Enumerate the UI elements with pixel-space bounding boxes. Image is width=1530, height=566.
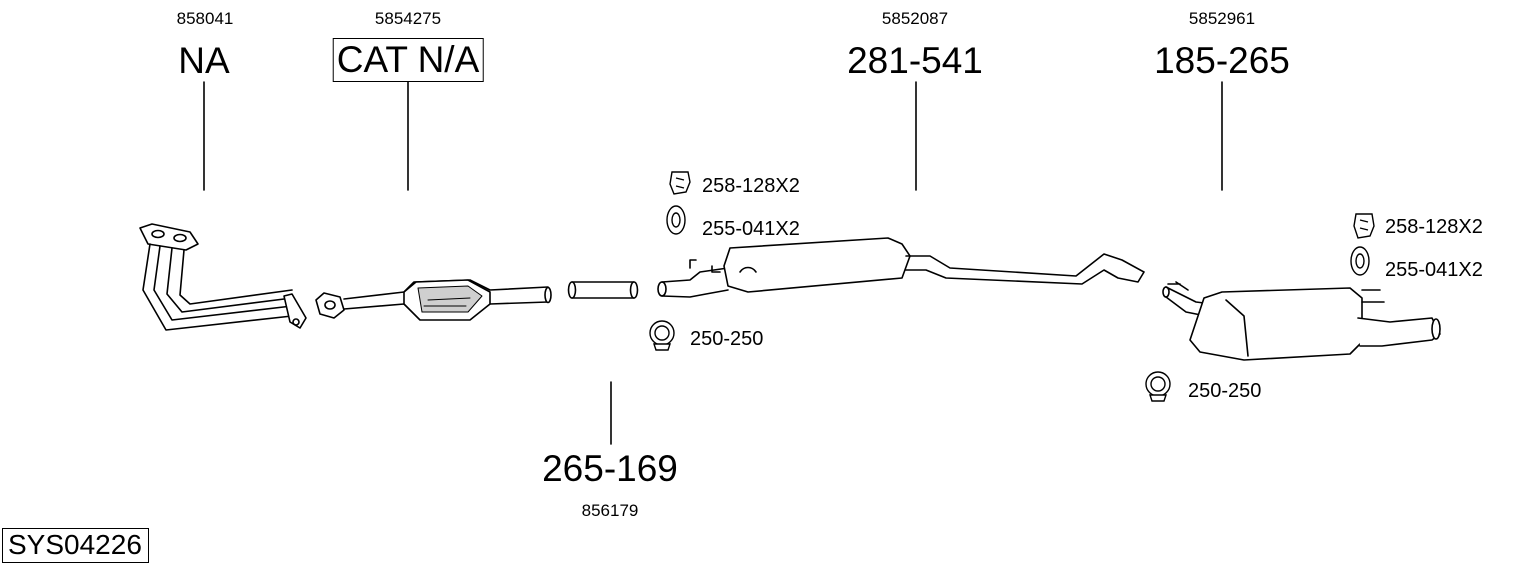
rubber-mount-icon: [1353, 213, 1375, 239]
oem-number: 5852961: [1188, 9, 1256, 28]
rear-silencer-part[interactable]: [1162, 281, 1441, 361]
accessory-label[interactable]: 255-041X2: [1385, 259, 1483, 281]
clamp-icon: [649, 320, 675, 351]
part-number[interactable]: 185-265: [1154, 40, 1290, 81]
rubber-mount-icon: [669, 171, 691, 195]
part-number[interactable]: 281-541: [847, 40, 983, 81]
oem-number: 858041: [176, 9, 234, 28]
accessory-label[interactable]: 258-128X2: [702, 175, 800, 197]
part-number[interactable]: NA: [178, 40, 230, 81]
clamp-icon: [1145, 371, 1171, 402]
connecting-pipe-part[interactable]: [567, 281, 639, 299]
part-number-boxed[interactable]: CAT N/A: [332, 38, 484, 82]
system-code: SYS04226: [2, 528, 149, 563]
leader-lines: [203, 81, 1223, 445]
centre-silencer-part[interactable]: [657, 237, 1145, 298]
oem-number: 5852087: [881, 9, 949, 28]
oem-number: 856179: [581, 501, 639, 520]
accessory-label[interactable]: 255-041X2: [702, 218, 800, 240]
accessory-label[interactable]: 250-250: [690, 328, 764, 350]
part-number[interactable]: 265-169: [542, 448, 678, 489]
accessory-label[interactable]: 258-128X2: [1385, 216, 1483, 238]
catalytic-converter-part[interactable]: [315, 279, 552, 321]
hanger-ring-icon: [1350, 246, 1370, 276]
oem-number: 5854275: [374, 9, 442, 28]
front-pipe-part[interactable]: [139, 223, 307, 331]
accessory-label[interactable]: 250-250: [1188, 380, 1262, 402]
hanger-ring-icon: [666, 205, 686, 235]
